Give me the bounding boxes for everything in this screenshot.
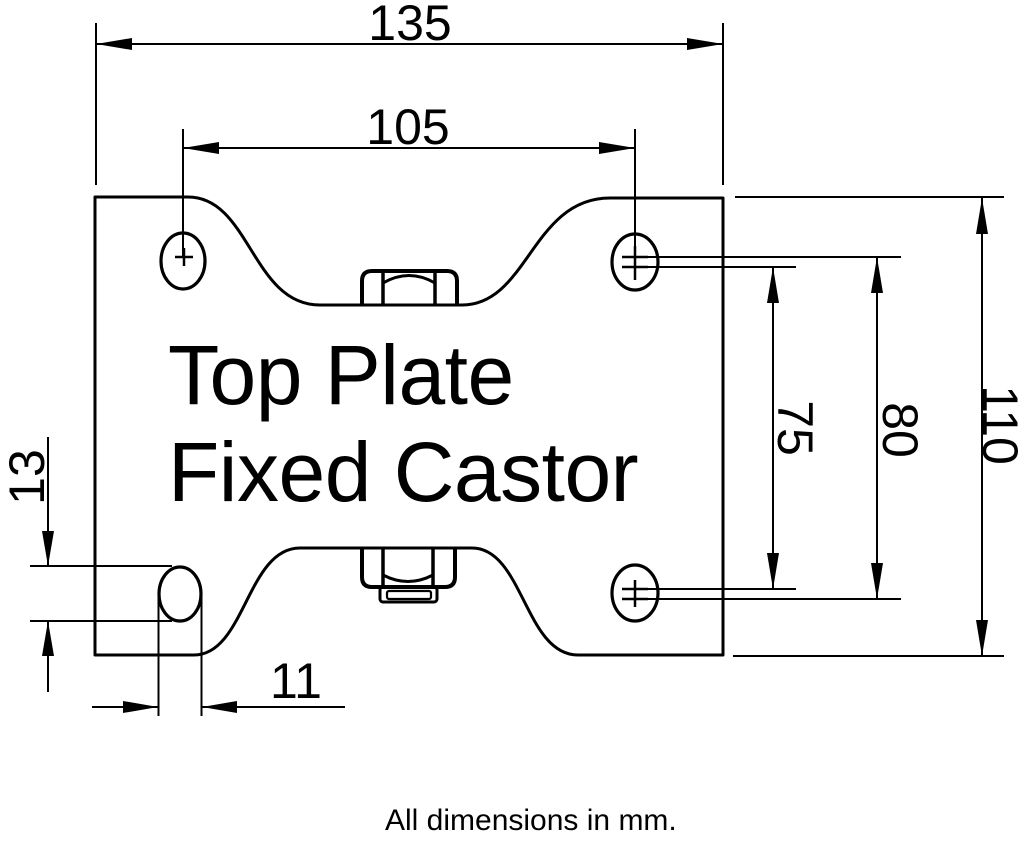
dim-label-hole-pitch-vertical-inner: 75 [767, 400, 823, 456]
dimension-13 [30, 437, 172, 692]
plate-outline [93, 195, 725, 657]
units-note: All dimensions in mm. [385, 804, 677, 837]
hex-nut-bottom [360, 549, 457, 604]
dimension-135 [95, 23, 724, 185]
mounting-hole-bottom-left [157, 565, 203, 623]
washer-bottom [378, 585, 439, 604]
dimension-105 [182, 129, 636, 257]
hole-center-cross-top-right [622, 246, 648, 280]
hex-nut-top [360, 269, 459, 304]
dimension-11 [92, 594, 345, 716]
dim-label-hole-pitch-horizontal: 105 [366, 99, 450, 155]
hole-center-cross-bottom-right [622, 580, 648, 607]
dim-label-hole-pitch-vertical-outer: 80 [872, 402, 928, 458]
dim-label-plate-height: 110 [972, 385, 1024, 465]
dim-label-slot-width: 11 [270, 653, 322, 709]
dimension-75 [648, 266, 796, 590]
drawing-title-line2: Fixed Castor [168, 425, 639, 519]
dim-label-plate-width: 135 [368, 0, 452, 51]
dim-label-slot-length: 13 [0, 449, 55, 505]
dimension-80 [648, 256, 901, 600]
mounting-hole-bottom-right [610, 563, 660, 623]
drawing-title-line1: Top Plate [168, 328, 514, 422]
dimension-110 [733, 196, 1004, 657]
